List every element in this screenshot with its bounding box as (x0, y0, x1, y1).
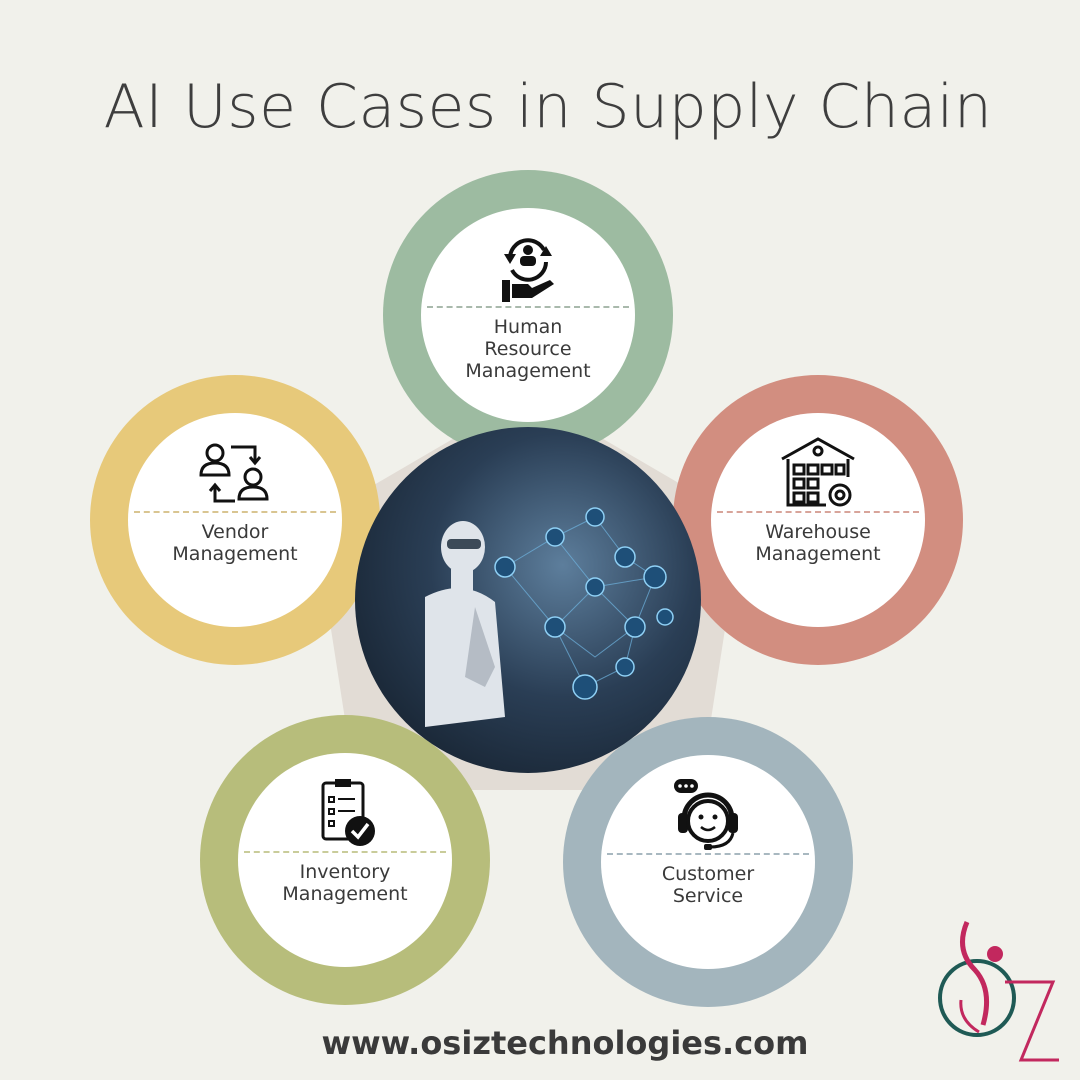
card-inventory: Inventory Management (200, 715, 490, 1005)
label-line: Customer (661, 863, 755, 885)
label-line: Management (755, 543, 881, 565)
card-customer-service: Customer Service (563, 717, 853, 1007)
card-vendor: Vendor Management (90, 375, 380, 665)
website-link[interactable]: www.osiztechnologies.com (321, 1024, 809, 1062)
label-line: Warehouse (765, 521, 871, 543)
label-line: Resource (484, 338, 572, 360)
label-line: Management (465, 360, 591, 382)
label-line: Management (282, 883, 408, 905)
user-exchange-icon (199, 443, 269, 503)
card-human-resource: Human Resource Management (383, 170, 673, 460)
warehouse-gear-icon (781, 437, 855, 507)
label-line: Vendor (201, 521, 269, 543)
card-warehouse: Warehouse Management (673, 375, 963, 665)
hand-user-cycle-icon (502, 238, 554, 302)
headset-support-icon (674, 779, 738, 850)
network-graphic (425, 507, 674, 727)
label-line: Inventory (299, 861, 391, 883)
page-title: AI Use Cases in Supply Chain (103, 72, 993, 142)
label-line: Human (493, 316, 563, 338)
label-line: Service (672, 885, 744, 907)
clipboard-check-icon (321, 779, 375, 846)
ai-robot-image (355, 427, 701, 773)
label-line: Management (172, 543, 298, 565)
osiz-logo (938, 921, 1059, 1062)
